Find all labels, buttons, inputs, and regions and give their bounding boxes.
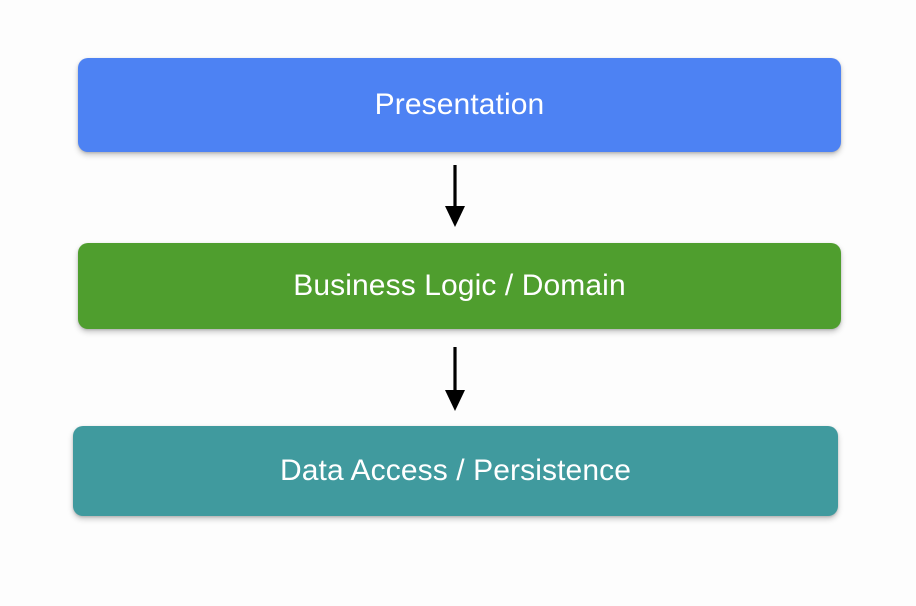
layer-box-data-access[interactable]: Data Access / Persistence [73,426,838,516]
layer-box-presentation[interactable]: Presentation [78,58,841,152]
arrow-business-logic-to-data-access [445,347,465,411]
layer-label-business-logic: Business Logic / Domain [293,269,626,302]
arrow-presentation-to-business [445,165,465,227]
layer-label-presentation: Presentation [374,88,545,121]
layer-box-business-logic[interactable]: Business Logic / Domain [78,243,841,329]
layer-label-data-access: Data Access / Persistence [280,454,631,487]
